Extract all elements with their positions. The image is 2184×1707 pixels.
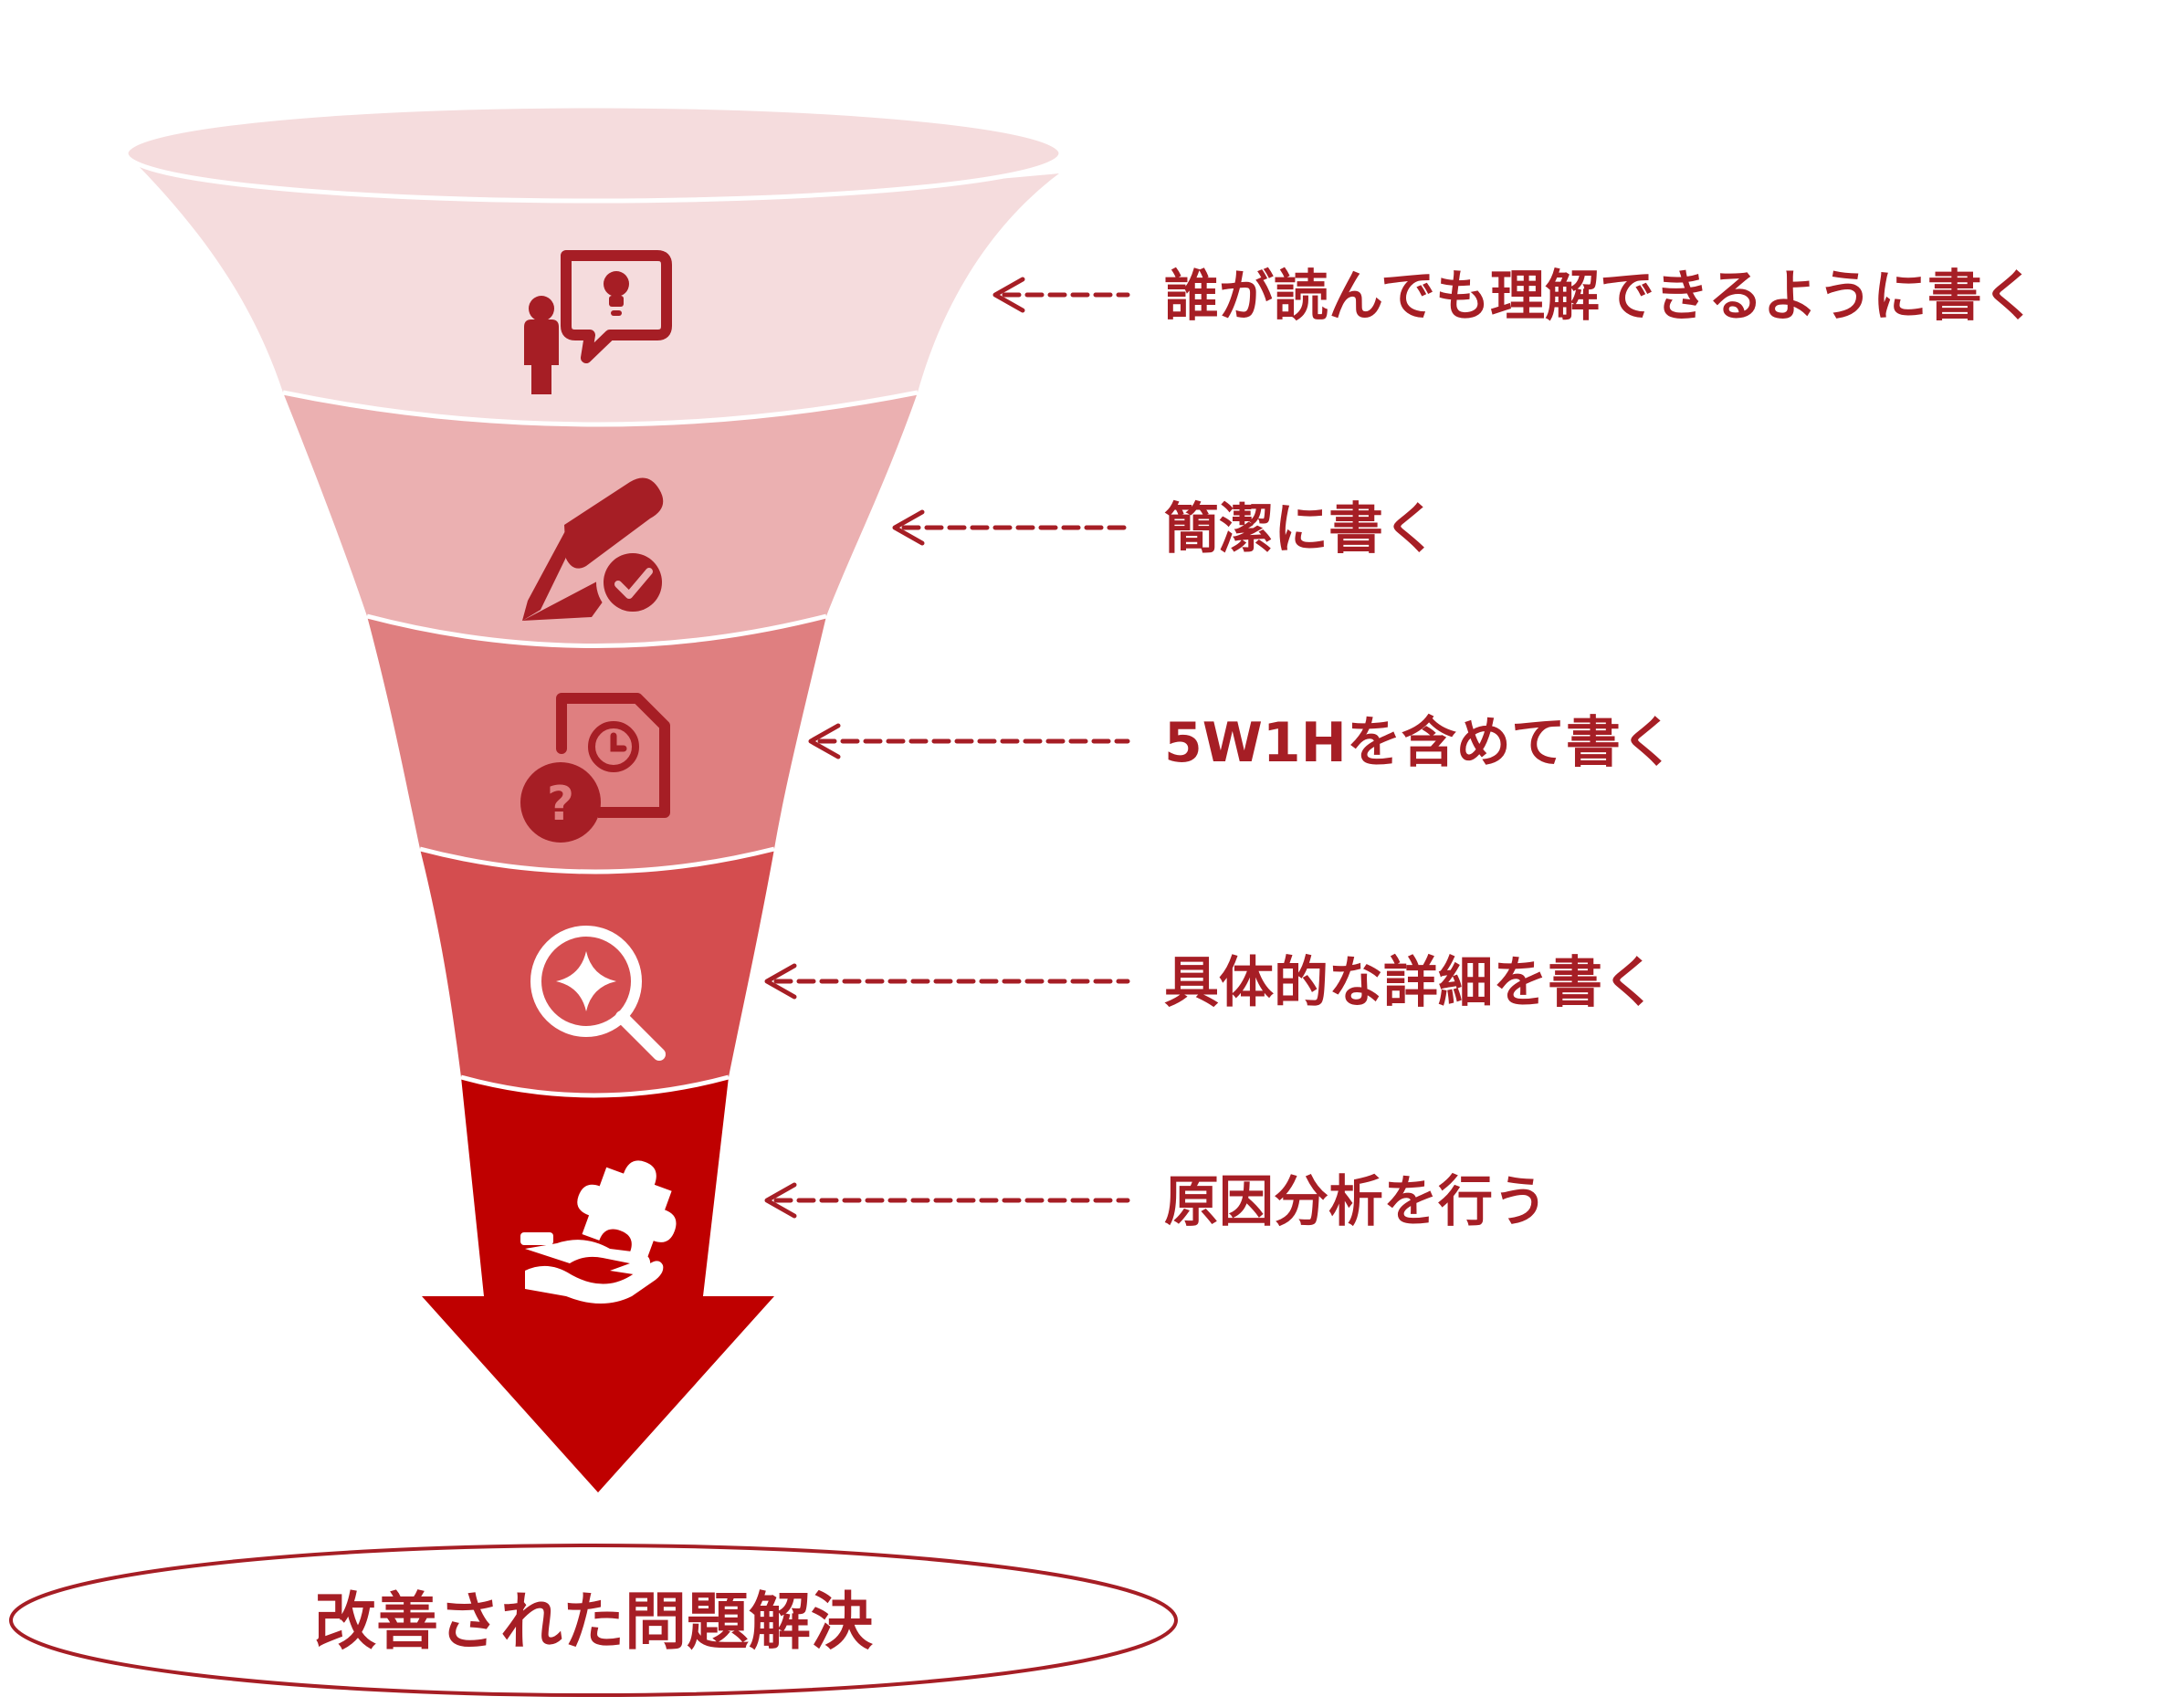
connector-arrow-4 [764,963,1130,1000]
funnel-tier-1 [128,155,1059,424]
magnifier-sparkle-icon [530,926,666,1061]
question-glyph: ? [547,777,574,832]
step-label-3: 5W1Hを含めて書く [1164,711,1675,775]
result-label: 改善された問題解決 [314,1587,873,1659]
person-idea-speech-icon [524,250,672,394]
connector-arrow-1 [992,277,1130,313]
step-labels: 誰が読んでも理解できるように書く 簡潔に書く 5W1Hを含めて書く 具体的な詳細… [1164,265,2037,1234]
funnel-tier-3 [367,616,826,872]
step-label-4: 具体的な詳細を書く [1164,951,1657,1015]
hand-puzzle-icon [520,1160,677,1304]
connector-arrow-3 [808,723,1130,759]
connector-arrows [764,277,1130,1219]
step-label-5: 原因分析を行う [1164,1170,1548,1234]
connector-arrow-5 [764,1182,1130,1219]
document-clock-question-icon: ? [520,693,670,843]
connector-arrow-2 [892,509,1130,546]
result-ellipse: 改善された問題解決 [9,1544,1178,1697]
funnel-rim [123,103,1064,204]
pencil-check-icon [522,477,669,621]
step-label-2: 簡潔に書く [1164,497,1438,561]
step-label-1: 誰が読んでも理解できるように書く [1164,265,2037,329]
